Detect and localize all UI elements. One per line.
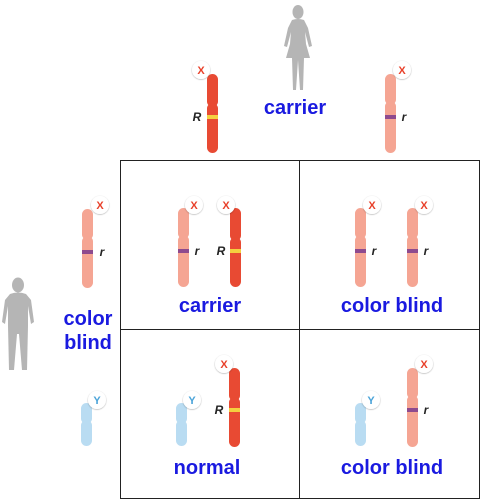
y-badge-text: Y <box>188 395 196 407</box>
y-badge-text: Y <box>367 395 375 407</box>
allele-label-r: r <box>424 244 430 258</box>
x-badge-text: X <box>368 200 376 212</box>
x-badge-text: X <box>420 359 428 371</box>
offspring-label-colorblind-male: color blind <box>340 457 444 479</box>
x-badge-text: X <box>96 200 104 212</box>
x-chromosome-badge-icon <box>215 355 233 373</box>
y-chromosome-badge-icon <box>362 391 380 409</box>
x-chromosome-badge-icon <box>217 196 235 214</box>
y-chromosome-badge-icon <box>88 391 106 409</box>
y-badge-text: Y <box>93 395 101 407</box>
offspring-normal-male-chromosomes: Y R X <box>176 355 240 447</box>
father-phenotype-label: color blind <box>63 308 113 354</box>
x-badge-text: X <box>398 65 406 77</box>
x-badge-text: X <box>190 200 198 212</box>
x-chromosome-badge-icon <box>393 61 411 79</box>
allele-label-r: r <box>402 110 408 124</box>
offspring-colorblind-female-chromosomes: r X r X <box>355 196 433 287</box>
offspring-label-normal: normal <box>173 457 241 479</box>
allele-label-R: R <box>215 403 224 417</box>
offspring-carrier-chromosomes: r X R X <box>178 196 241 287</box>
offspring-label-colorblind-female: color blind <box>340 295 444 317</box>
x-chromosome-badge-icon <box>363 196 381 214</box>
x-badge-text: X <box>220 359 228 371</box>
father-y-chromosome: Y <box>81 391 106 446</box>
allele-label-r: r <box>100 245 106 259</box>
allele-label-r: r <box>195 244 201 258</box>
x-chromosome-badge-icon <box>91 196 109 214</box>
allele-label-R: R <box>217 244 226 258</box>
x-chromosome-badge-icon <box>185 196 203 214</box>
offspring-colorblind-male-chromosomes: Y r X <box>355 355 433 447</box>
x-badge-text: X <box>420 200 428 212</box>
male-silhouette-icon <box>2 277 34 370</box>
allele-label-r: r <box>424 403 430 417</box>
mother-x-dominant-chromosome: R X <box>192 61 218 153</box>
x-chromosome-badge-icon <box>415 196 433 214</box>
offspring-label-carrier: carrier <box>178 295 242 317</box>
x-badge-text: X <box>222 200 230 212</box>
female-silhouette-icon <box>284 5 312 90</box>
y-chromosome-badge-icon <box>183 391 201 409</box>
x-chromosome-badge-icon <box>192 61 210 79</box>
mother-phenotype-label: carrier <box>263 97 327 119</box>
x-badge-text: X <box>197 65 205 77</box>
allele-label-R: R <box>193 110 202 124</box>
allele-label-r: r <box>372 244 378 258</box>
mother-x-recessive-chromosome: r X <box>385 61 411 153</box>
x-chromosome-badge-icon <box>415 355 433 373</box>
father-x-recessive-chromosome: r X <box>82 196 109 288</box>
